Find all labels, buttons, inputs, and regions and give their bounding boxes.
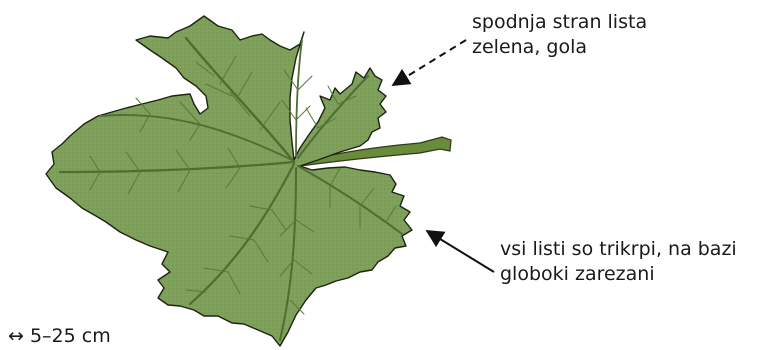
underside-label-line2: zelena, gola <box>472 35 647 60</box>
leaves-arrow <box>427 231 494 272</box>
leaves-label: vsi listi so trikrpi, na bazi globoki za… <box>500 237 737 287</box>
underside-arrow <box>393 40 466 85</box>
size-label: ↔ 5–25 cm <box>8 324 111 349</box>
leaves-label-line2: globoki zarezani <box>500 262 737 287</box>
leaf-blade <box>46 16 412 346</box>
underside-label-line1: spodnja stran lista <box>472 10 647 35</box>
underside-label: spodnja stran lista zelena, gola <box>472 10 647 60</box>
leaves-label-line1: vsi listi so trikrpi, na bazi <box>500 237 737 262</box>
